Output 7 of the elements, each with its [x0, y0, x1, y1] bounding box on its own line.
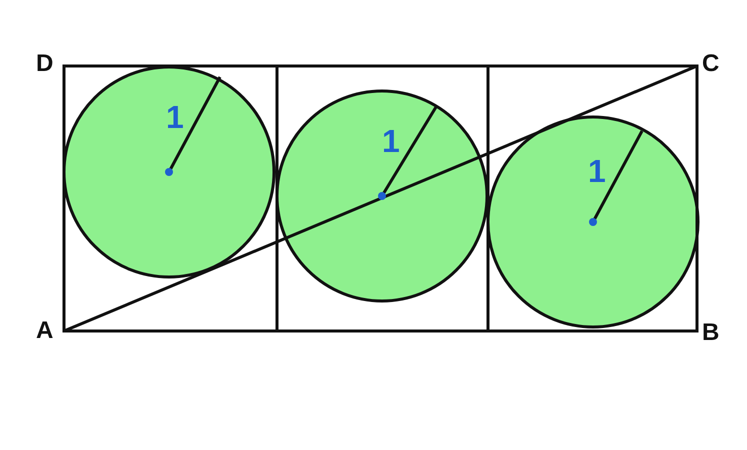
vertex-label: C: [702, 52, 720, 76]
radius-label: 1: [588, 155, 606, 187]
vertex-label: D: [36, 52, 54, 76]
radius-label: 1: [166, 101, 184, 133]
vertex-label: B: [702, 321, 720, 345]
vertex-label: A: [36, 319, 54, 343]
radius-label: 1: [382, 125, 400, 157]
